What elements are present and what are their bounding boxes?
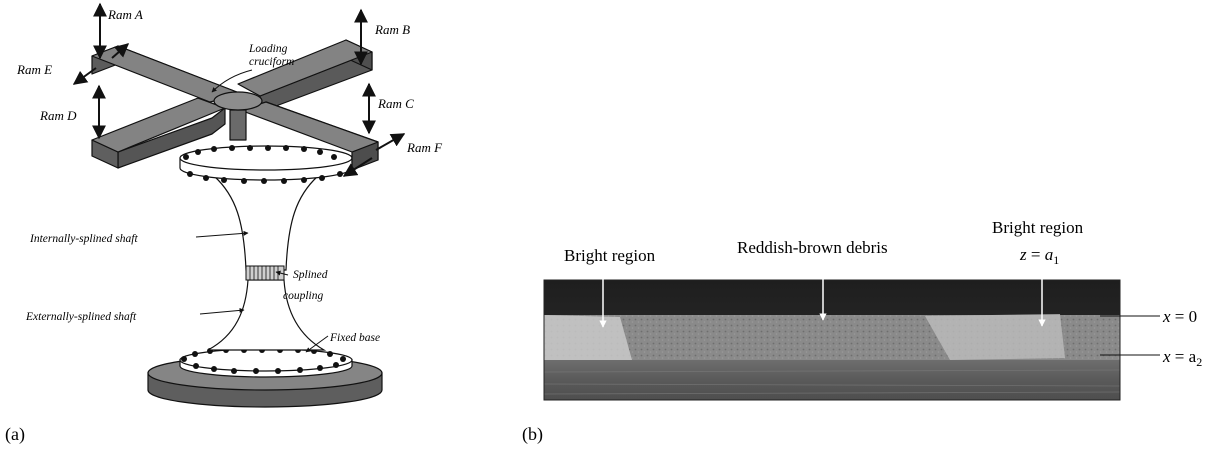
coupling-label-line1: Splined — [293, 269, 328, 281]
panel-a: Ram A Ram B Ram C Ram D Ram E Ram F Load… — [0, 0, 520, 446]
ram-b-label: Ram B — [374, 22, 410, 37]
upper-flange — [179, 145, 353, 184]
white-arrows — [599, 274, 1046, 328]
ram-arrows — [72, 2, 406, 177]
bright-region-left-label: Bright region — [564, 246, 656, 265]
panel-b: Bright region Reddish-brown debris Brigh… — [520, 0, 1213, 446]
fracture-surface-figure: Bright region Reddish-brown debris Brigh… — [522, 218, 1202, 445]
x-equals-zero-label: x = 0 — [1162, 307, 1197, 326]
splined-coupling — [245, 265, 285, 281]
test-rig-diagram: Ram A Ram B Ram C Ram D Ram E Ram F Load… — [5, 2, 443, 445]
leader-lines — [195, 69, 329, 353]
panel-b-letter: (b) — [522, 424, 543, 445]
cruciform-label-line2: cruciform — [249, 56, 294, 68]
ram-a-label: Ram A — [107, 7, 143, 22]
cruciform-label-line1: Loading — [248, 43, 288, 55]
panel-a-letter: (a) — [5, 424, 25, 445]
ram-c-label: Ram C — [377, 96, 414, 111]
x-equals-a2-label: x = a2 — [1162, 347, 1202, 369]
ram-e-label: Ram E — [16, 62, 52, 77]
fracture-photo — [543, 279, 1121, 401]
coupling-label-line2: coupling — [283, 290, 323, 302]
debris-label: Reddish-brown debris — [737, 238, 888, 257]
ram-f-label: Ram F — [406, 140, 443, 155]
fixed-base-label: Fixed base — [329, 332, 380, 344]
position-lines — [1100, 315, 1160, 356]
loading-cruciform — [91, 39, 379, 171]
internal-shaft-label: Internally-splined shaft — [29, 233, 138, 245]
bright-region-right-label: Bright region — [992, 218, 1084, 237]
ram-d-label: Ram D — [39, 108, 77, 123]
external-shaft-label: Externally-splined shaft — [25, 311, 137, 323]
internally-splined-shaft — [212, 175, 320, 271]
z-equals-a1-label: z = a1 — [1019, 245, 1059, 267]
fixed-base — [147, 347, 383, 408]
